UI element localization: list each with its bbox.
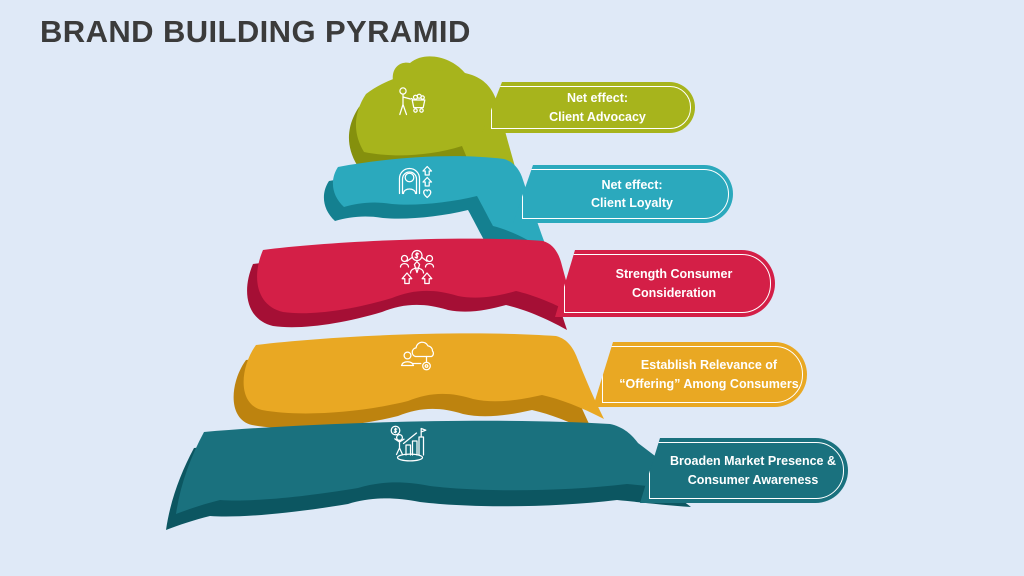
market-growth-icon (390, 425, 427, 462)
level-2-label-line1: Net effect: (601, 177, 663, 192)
level-1-label-line1: Net effect: (566, 91, 629, 106)
level-4-label-pill: Establish Relevance of “Offering” Among … (593, 342, 807, 407)
level-1-label: Net effect: Client Advocacy (482, 89, 695, 125)
level-5-label-pill: Broaden Market Presence & Consumer Aware… (640, 438, 848, 503)
level-3-label-line1: Strength Consumer (615, 267, 733, 282)
level-1-label-line2: Client Advocacy (549, 109, 646, 124)
level-5-label-line1: Broaden Market Presence & (669, 454, 837, 469)
level-4-label-line2: “Offering” Among Consumers (619, 376, 799, 391)
level-2-label-line2: Client Loyalty (591, 196, 673, 210)
consumer-value-icon (399, 249, 435, 285)
ribbon-level-5-market-presence (166, 420, 701, 530)
level-2-label-pill: Net effect: Client Loyalty (513, 165, 733, 223)
level-3-label: Strength Consumer Consideration (555, 265, 775, 301)
slide-title: BRAND BUILDING PYRAMID (40, 14, 471, 49)
level-4-label: Establish Relevance of “Offering” Among … (593, 356, 807, 392)
level-3-label-line2: Consideration (631, 285, 717, 300)
loyal-customer-icon (398, 165, 433, 199)
offer-targeting-icon (400, 341, 435, 371)
level-1-label-pill: Net effect: Client Advocacy (482, 82, 695, 133)
ribbon-level-3-consumer-consideration (247, 238, 577, 330)
level-5-label-line2: Consumer Awareness (687, 472, 819, 487)
level-3-label-pill: Strength Consumer Consideration (555, 250, 775, 317)
ribbon-level-4-offering-relevance (233, 333, 605, 434)
level-4-label-line1: Establish Relevance of (640, 358, 778, 373)
ribbon-level-2-client-loyalty (323, 156, 548, 266)
shopper-with-cart-icon (399, 87, 426, 116)
level-2-label: Net effect: Client Loyalty (513, 176, 733, 212)
level-5-label: Broaden Market Presence & Consumer Aware… (640, 452, 848, 488)
